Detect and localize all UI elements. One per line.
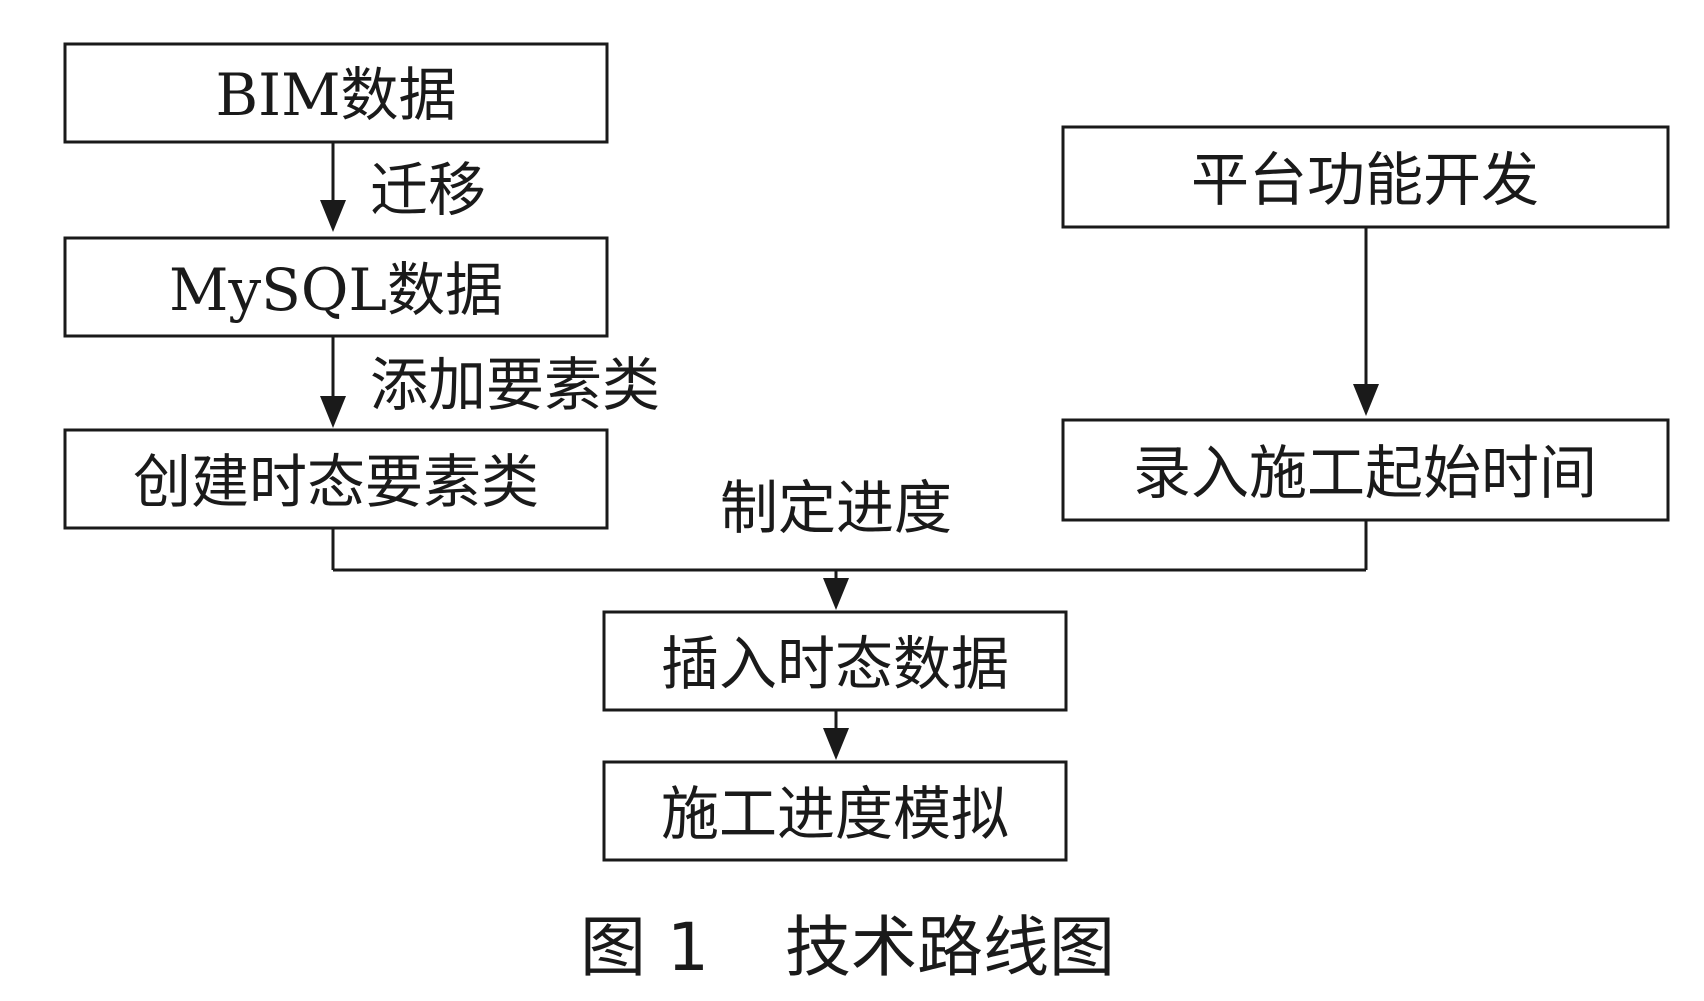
- node-insert-data: 插入时态数据: [602, 610, 1068, 712]
- node-platform-dev: 平台功能开发: [1061, 125, 1670, 229]
- node-platform-dev-label: 平台功能开发: [1191, 146, 1539, 214]
- node-insert-data-label: 插入时态数据: [661, 630, 1009, 698]
- edge-insert-to-simulation: [823, 710, 849, 760]
- node-simulation-label: 施工进度模拟: [661, 780, 1009, 848]
- node-simulation: 施工进度模拟: [602, 760, 1068, 862]
- node-input-time: 录入施工起始时间: [1061, 418, 1670, 522]
- node-create-class-label: 创建时态要素类: [133, 448, 539, 516]
- edge-platform-to-input: [1353, 227, 1379, 416]
- edge-migrate: 迁移: [320, 142, 486, 232]
- node-bim-data: BIM数据: [63, 42, 609, 144]
- node-create-class: 创建时态要素类: [63, 428, 609, 530]
- figure-caption: 图 1 技术路线图: [580, 909, 1115, 986]
- edge-schedule-label: 制定进度: [720, 474, 952, 542]
- node-mysql-data: MySQL数据: [63, 236, 609, 338]
- figure-number: 图 1: [580, 909, 709, 986]
- edge-migrate-label: 迁移: [370, 156, 486, 224]
- node-bim-data-label: BIM数据: [216, 61, 457, 129]
- edge-add-class-label: 添加要素类: [370, 351, 660, 419]
- node-mysql-data-label: MySQL数据: [169, 256, 503, 324]
- edge-schedule: 制定进度: [331, 474, 1368, 610]
- edge-add-class: 添加要素类: [320, 336, 660, 428]
- figure-title: 技术路线图: [785, 909, 1115, 986]
- node-input-time-label: 录入施工起始时间: [1133, 439, 1597, 507]
